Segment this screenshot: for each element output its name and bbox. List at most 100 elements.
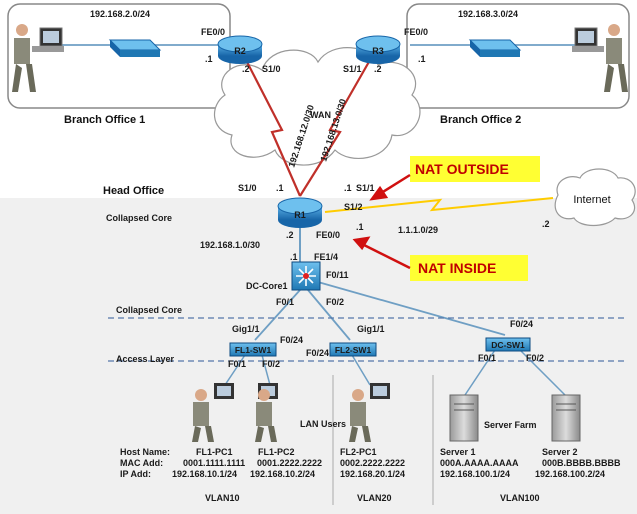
- pc3-name: FL2-PC1: [340, 447, 377, 457]
- vlan10-label: VLAN10: [205, 493, 240, 503]
- branch2-switch[interactable]: [468, 39, 522, 57]
- legend-host: Host Name:: [120, 447, 170, 457]
- internet-subnet: 1.1.1.0/29: [398, 225, 438, 235]
- server2[interactable]: [551, 394, 581, 442]
- r1-lan-subnet: 192.168.1.0/30: [200, 240, 260, 250]
- pc3-ip: 192.168.20.1/24: [340, 469, 405, 479]
- server1[interactable]: [449, 394, 479, 442]
- lan-users-label: LAN Users: [300, 419, 346, 429]
- nat-inside-box: [410, 255, 528, 281]
- r1-fe-addr: .2: [286, 230, 294, 240]
- branch2-title: Branch Office 2: [440, 114, 521, 126]
- core-f011: F0/11: [326, 270, 349, 280]
- core-fe14: FE1/4: [314, 252, 338, 262]
- access-switch-fl2[interactable]: FL2-SW1: [329, 342, 377, 357]
- layer-access: Access Layer: [116, 354, 175, 364]
- collapsed-core-title: Collapsed Core: [106, 213, 172, 223]
- pc2-mac: 0001.2222.2222: [257, 458, 322, 468]
- access-switch-dc[interactable]: DC-SW1: [485, 337, 531, 352]
- fl1-switch-label: FL1-SW1: [235, 345, 272, 355]
- internet-addr: .2: [542, 219, 550, 229]
- fl1-gig: Gig1/1: [232, 324, 260, 334]
- r1-s10-addr: .1: [276, 183, 284, 193]
- branch1-title: Branch Office 1: [64, 114, 145, 126]
- fl1-f01: F0/1: [228, 359, 246, 369]
- access-uplinks: [254, 281, 506, 341]
- srv2-name: Server 2: [542, 447, 578, 457]
- legend-mac: MAC Add:: [120, 458, 163, 468]
- fl2-pc1-user[interactable]: [349, 383, 390, 442]
- wan-label: WAN: [310, 110, 331, 120]
- r1-label: R1: [294, 210, 306, 220]
- core-f02: F0/2: [326, 297, 344, 307]
- branch1-pc-ip: .1: [205, 54, 213, 64]
- r3-addr: .2: [374, 64, 382, 74]
- nat-arrows: [352, 173, 411, 270]
- vlan-dividers: [332, 375, 434, 505]
- srv1-ip: 192.168.100.1/24: [440, 469, 510, 479]
- pc2-name: FL1-PC2: [258, 447, 295, 457]
- pc1-mac: 0001.1111.1111: [183, 458, 245, 468]
- pc1-ip: 192.168.10.1/24: [172, 469, 237, 479]
- nat-outside-box: [410, 156, 540, 182]
- head-office-title: Head Office: [103, 185, 164, 197]
- r2-label: R2: [234, 46, 246, 56]
- branch1-pc-user[interactable]: [12, 24, 64, 92]
- wan-links: [245, 59, 371, 197]
- r2-addr: .2: [242, 64, 250, 74]
- r3-label: R3: [372, 46, 384, 56]
- vlan100-label: VLAN100: [500, 493, 540, 503]
- head-office-area: [0, 198, 637, 514]
- r1-s11-addr: .1: [344, 183, 352, 193]
- r1-s12-addr: .1: [356, 222, 364, 232]
- access-switch-fl1[interactable]: FL1-SW1: [229, 342, 277, 357]
- r1-s10: S1/0: [238, 183, 257, 193]
- r3-fe-label: FE0/0: [404, 27, 428, 37]
- branch2-subnet: 192.168.3.0/24: [458, 9, 518, 19]
- fl1-f024: F0/24: [280, 335, 303, 345]
- router-r1[interactable]: R1: [277, 197, 323, 228]
- srv1-name: Server 1: [440, 447, 476, 457]
- r2-fe-label: FE0/0: [201, 27, 225, 37]
- fl2-f024: F0/24: [306, 348, 329, 358]
- core-fe14-addr: .1: [290, 252, 298, 262]
- router-r2[interactable]: R2: [217, 35, 263, 64]
- pc3-mac: 0002.2222.2222: [340, 458, 405, 468]
- internet-link: [324, 197, 554, 213]
- internet-label: Internet: [573, 194, 610, 206]
- r3-s11: S1/1: [343, 64, 362, 74]
- r1-s11: S1/1: [356, 183, 375, 193]
- branch1-switch[interactable]: [108, 39, 162, 57]
- branch2-pc-ip: .1: [418, 54, 426, 64]
- r1-fe00: FE0/0: [316, 230, 340, 240]
- fl2-switch-label: FL2-SW1: [335, 345, 372, 355]
- nat-outside-label: NAT OUTSIDE: [415, 161, 509, 177]
- dc-f024: F0/24: [510, 319, 533, 329]
- dc-f01: F0/1: [478, 353, 496, 363]
- branch1-subnet: 192.168.2.0/24: [90, 9, 150, 19]
- srv2-ip: 192.168.100.2/24: [535, 469, 605, 479]
- legend-ip: IP Add:: [120, 469, 151, 479]
- fl1-pc2-user[interactable]: [255, 383, 278, 442]
- server-farm-label: Server Farm: [484, 420, 537, 430]
- core-switch-dc-core1[interactable]: [291, 261, 321, 291]
- branch2-pc-user[interactable]: [572, 24, 628, 92]
- core-f01: F0/1: [276, 297, 294, 307]
- dc-switch-label: DC-SW1: [491, 340, 525, 350]
- r2-s10: S1/0: [262, 64, 281, 74]
- nat-inside-label: NAT INSIDE: [418, 260, 496, 276]
- vlan20-label: VLAN20: [357, 493, 392, 503]
- dc-f02: F0/2: [526, 353, 544, 363]
- pc-links: [224, 349, 566, 396]
- pc2-ip: 192.168.10.2/24: [250, 469, 315, 479]
- fl1-pc1-user[interactable]: [192, 383, 234, 442]
- router-r3[interactable]: R3: [355, 35, 401, 64]
- layer-dividers: [108, 317, 625, 362]
- r1-s12: S1/2: [344, 202, 363, 212]
- pc1-name: FL1-PC1: [196, 447, 233, 457]
- fl1-f02: F0/2: [262, 359, 280, 369]
- core-name: DC-Core1: [246, 281, 288, 291]
- fl2-gig: Gig1/1: [357, 324, 385, 334]
- srv1-mac: 000A.AAAA.AAAA: [440, 458, 519, 468]
